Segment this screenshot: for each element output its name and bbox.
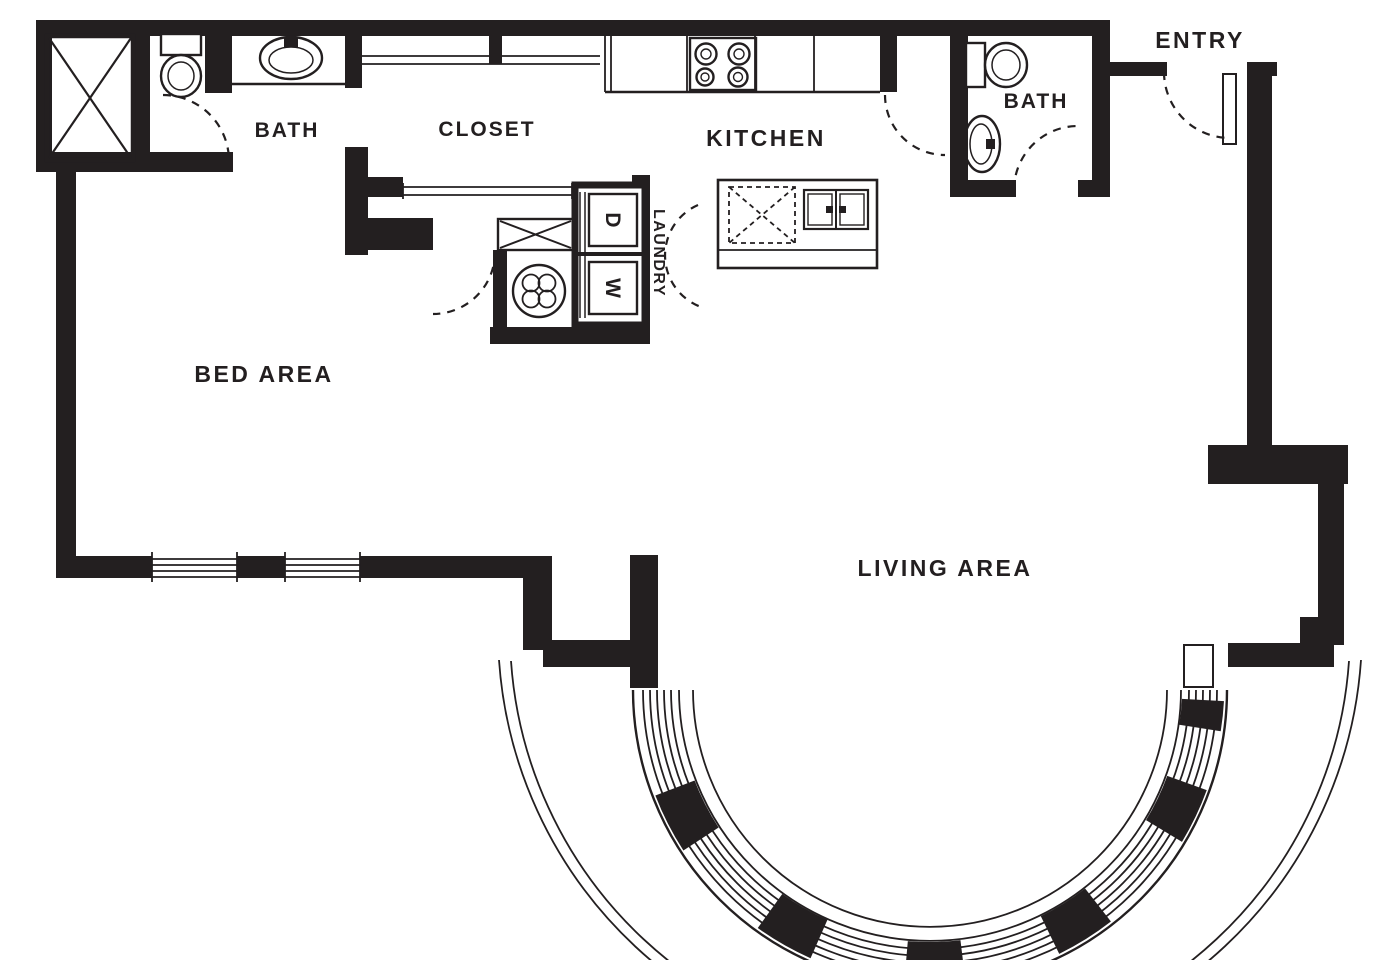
kitchen-fixtures <box>604 36 880 270</box>
wall-bath2-bottom <box>950 180 1016 197</box>
toilet-icon <box>964 41 1029 89</box>
terrace-arc-outer2 <box>498 659 1362 960</box>
bay-mullion <box>655 780 719 851</box>
door-swings <box>162 71 1231 316</box>
oval-sink-icon <box>962 114 1002 174</box>
wall-bath1-right-upper <box>345 25 362 88</box>
room-label-entry: ENTRY <box>1155 27 1245 53</box>
kitchen-island <box>716 178 879 270</box>
room-label-bath1: BATH <box>255 119 320 142</box>
bay-glazing-line <box>649 689 1211 960</box>
wall-living-bottom-right <box>1228 643 1334 667</box>
wall-step-horizontal <box>543 640 638 667</box>
bay-mullion <box>1145 775 1207 842</box>
bay-sill-inner-arc <box>692 689 1168 928</box>
door-swing-icon <box>432 251 497 316</box>
water-heater-icon <box>511 263 567 319</box>
closet-fixtures <box>362 36 600 199</box>
wall-top <box>36 20 1110 36</box>
wall-bay-pillar <box>630 555 658 688</box>
door-swing-icon <box>664 203 705 310</box>
bay-glazing-line <box>656 689 1204 960</box>
room-label-closet: CLOSET <box>438 118 535 141</box>
bay-frame-arc <box>631 689 1229 960</box>
door-swing-icon <box>1162 71 1231 140</box>
wall-right-protrusion <box>1208 445 1348 484</box>
bay-sill-inner-arc2 <box>678 689 1182 942</box>
utility-fixtures: D W <box>496 181 649 329</box>
wall-left-upper <box>36 20 52 172</box>
wall-right-lower <box>1318 484 1344 645</box>
dryer-label: D <box>601 212 624 227</box>
kitchen-counter <box>604 36 880 94</box>
closet-rod-icon <box>402 183 573 199</box>
bay-end-column <box>1183 644 1214 688</box>
room-label-living-area: LIVING AREA <box>858 555 1033 581</box>
wall-right-step <box>1300 617 1322 645</box>
door-swing-icon <box>1012 124 1079 191</box>
wall-kitchen-stub <box>880 33 897 92</box>
room-label-bed-area: BED AREA <box>194 361 333 387</box>
window-icon <box>152 556 237 578</box>
closet-post <box>489 36 502 64</box>
laundry-closet: D W <box>571 181 649 329</box>
room-labels: BATH CLOSET KITCHEN BATH ENTRY BED AREA … <box>194 27 1245 581</box>
wall-utility-bottom <box>490 327 650 344</box>
window-glazing-lines <box>151 552 361 582</box>
vanity-sink-icon <box>232 35 348 86</box>
washer-icon <box>587 260 639 316</box>
bath-2-fixtures <box>962 41 1029 174</box>
wall-bath2-left <box>950 25 968 197</box>
room-label-laundry: LAUNDRY <box>650 209 667 297</box>
bay-glazing-line <box>642 689 1218 960</box>
wall-bath2-right <box>1092 20 1110 197</box>
wall-step-vertical <box>523 556 552 650</box>
door-swing-icon <box>162 93 231 162</box>
entry-door-icon <box>1222 73 1237 145</box>
wall-bed-nook-top <box>345 218 433 250</box>
shower-x-line <box>48 37 132 159</box>
bay-glazing-line <box>663 689 1197 957</box>
bay-glazing-line <box>670 689 1190 950</box>
dryer-icon <box>587 192 639 248</box>
window-icon <box>285 556 360 578</box>
wall-bed-left <box>56 158 76 578</box>
toilet-icon <box>159 32 203 99</box>
bay-mullion <box>757 893 828 959</box>
curved-bay-window-icon <box>498 659 1362 960</box>
wall-shower-side <box>133 33 150 163</box>
range-burners-icon <box>688 36 758 92</box>
dishwasher-cabinet-icon <box>728 186 796 244</box>
wall-right-upper <box>1247 62 1272 447</box>
closet-shelf-icon <box>362 55 600 65</box>
bay-mullion <box>1179 698 1224 732</box>
wall-toilet-stub <box>205 33 232 93</box>
bay-mullion <box>1040 888 1111 954</box>
wall-entry-top <box>1107 62 1167 76</box>
cabinet-x-icon <box>496 217 575 252</box>
wall-utility-left <box>493 250 507 330</box>
wall-closet-stub <box>358 177 403 197</box>
shower-icon <box>44 33 136 163</box>
room-label-kitchen: KITCHEN <box>706 125 826 151</box>
room-label-bath2: BATH <box>1004 90 1069 113</box>
bath-1-fixtures <box>44 32 348 163</box>
walls <box>36 20 1348 688</box>
door-swing-icon <box>883 94 946 157</box>
island-sink-icon <box>802 188 870 231</box>
terrace-arc-outer <box>510 660 1350 960</box>
bed-area-windows <box>151 552 361 582</box>
washer-label: W <box>601 278 624 298</box>
